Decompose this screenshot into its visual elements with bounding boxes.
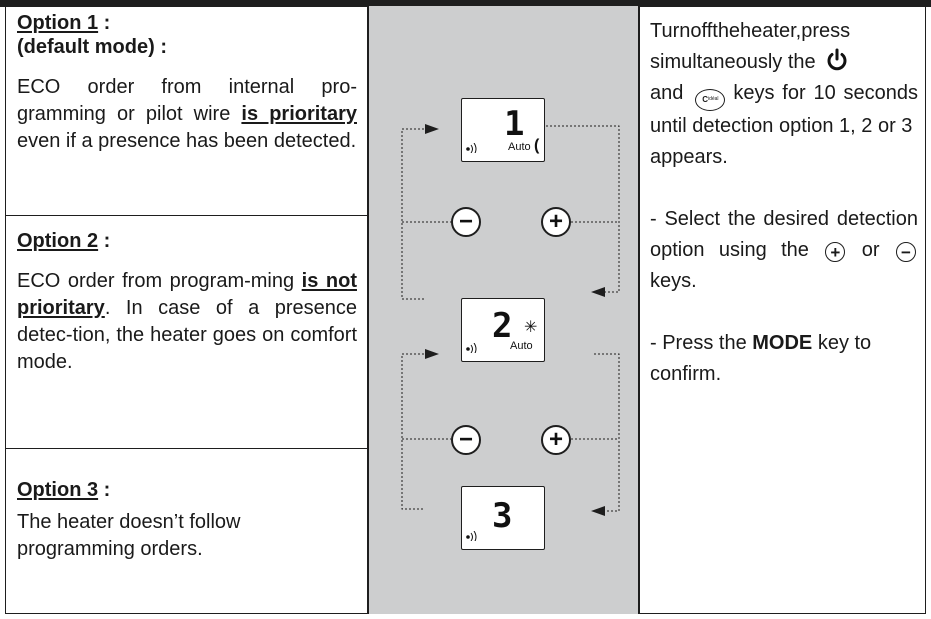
moon-icon: ( — [534, 137, 540, 154]
lcd-mode-label: Auto — [510, 340, 533, 352]
minus-button[interactable]: − — [451, 207, 481, 237]
lcd-display-option-2: 2 Auto ✳ — [461, 298, 545, 362]
option-2-title: Option 2 : — [17, 230, 111, 252]
instruction-step-3: - Press the MODE key to confirm. — [650, 331, 872, 385]
plus-button[interactable]: + — [541, 425, 571, 455]
dashed-connector — [534, 125, 620, 293]
dashed-connector — [401, 353, 424, 510]
options-column: Option 1 : (default mode) : ECO order fr… — [5, 6, 367, 614]
option-1-description: ECO order from internal pro-gramming or … — [17, 76, 357, 152]
lcd-digit: 3 — [492, 496, 513, 536]
instructions-column: Turnofftheheater,press simultaneously th… — [640, 6, 926, 390]
plus-key-icon: + — [825, 242, 846, 262]
top-bar — [0, 0, 931, 7]
instruction-step-1: Turnofftheheater,press simultaneously th… — [650, 20, 918, 168]
option-3-title: Option 3 : — [17, 479, 111, 501]
arrow-right-icon — [425, 349, 439, 359]
presence-sensor-icon — [466, 143, 477, 153]
instruction-step-2: - Select the desired detection option us… — [650, 207, 918, 292]
option-1-subtitle: (default mode) : — [17, 36, 167, 58]
arrow-right-icon — [425, 124, 439, 134]
option-3-section: Option 3 : The heater doesn’t follow pro… — [5, 479, 367, 563]
lcd-display-option-1: 1 Auto ( — [461, 98, 545, 162]
display-diagram: 1 Auto ( − + 2 Auto ✳ − + 3 — [367, 6, 640, 614]
minus-button[interactable]: − — [451, 425, 481, 455]
connector-lines — [401, 124, 620, 516]
plus-button[interactable]: + — [541, 207, 571, 237]
arrow-left-icon — [591, 287, 605, 297]
lcd-display-option-3: 3 — [461, 486, 545, 550]
option-2-section: Option 2 : ECO order from program-ming i… — [5, 230, 367, 376]
dashed-connector — [401, 128, 424, 300]
sun-icon: ✳ — [524, 319, 538, 336]
lcd-digit: 2 — [492, 306, 513, 346]
option-1-title: Option 1 : — [17, 12, 111, 34]
arrow-left-icon — [591, 506, 605, 516]
option-divider — [5, 215, 367, 216]
presence-sensor-icon — [466, 531, 477, 541]
presence-sensor-icon — [466, 343, 477, 353]
lcd-digit: 1 — [504, 104, 525, 144]
option-divider — [5, 448, 367, 449]
dashed-connector — [594, 353, 620, 512]
option-2-description: ECO order from program-ming is not prior… — [17, 270, 357, 373]
option-1-section: Option 1 : (default mode) : ECO order fr… — [5, 12, 367, 155]
power-icon — [827, 48, 847, 71]
option-3-description: The heater doesn’t follow programming or… — [17, 511, 241, 560]
lcd-mode-label: Auto — [508, 141, 531, 153]
minus-key-icon: − — [896, 242, 916, 262]
